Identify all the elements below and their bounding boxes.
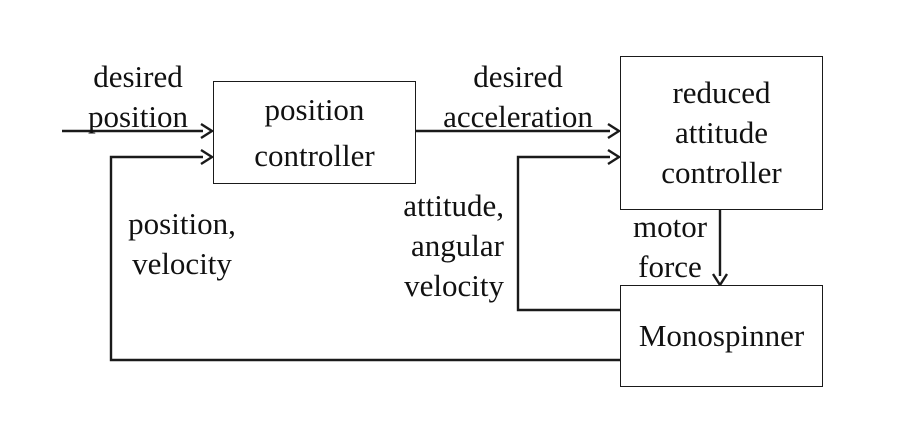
- arrowhead: [200, 122, 215, 140]
- signal-label-line: motor: [632, 209, 708, 244]
- arrowhead: [607, 122, 622, 140]
- position-feedback-wire: [109, 155, 620, 362]
- position-controller-block: position controller: [213, 81, 416, 184]
- signal-label-line: velocity: [132, 246, 232, 281]
- signal-label-line: force: [638, 249, 702, 284]
- block-label-line: attitude: [675, 115, 768, 150]
- signal-label-line: position: [88, 99, 188, 134]
- signal-label-line: acceleration: [443, 99, 593, 134]
- monospinner-block: Monospinner: [620, 285, 823, 387]
- signal-label-line: desired: [473, 59, 563, 94]
- motor-force-label: motor force: [626, 207, 714, 287]
- desired-acceleration-label: desired acceleration: [428, 57, 608, 137]
- arrowhead: [607, 148, 622, 166]
- arrowhead: [200, 148, 215, 166]
- signal-label-line: velocity: [404, 268, 504, 303]
- block-label-line: controller: [661, 155, 782, 190]
- signal-label-line: position,: [128, 206, 236, 241]
- block-label-line: controller: [254, 137, 375, 173]
- desired-position-label: desired position: [80, 57, 196, 137]
- attitude-angular-velocity-label: attitude, angular velocity: [380, 186, 504, 306]
- block-label-line: reduced: [672, 75, 771, 110]
- signal-label-line: attitude,: [403, 188, 504, 223]
- reduced-attitude-controller-block: reduced attitude controller: [620, 56, 823, 210]
- block-label: Monospinner: [638, 318, 805, 353]
- position-velocity-label: position, velocity: [112, 204, 252, 284]
- signal-label-line: angular: [411, 228, 504, 263]
- block-label-line: position: [264, 91, 365, 127]
- signal-label-line: desired: [93, 59, 183, 94]
- attitude-feedback-wire: [516, 155, 620, 312]
